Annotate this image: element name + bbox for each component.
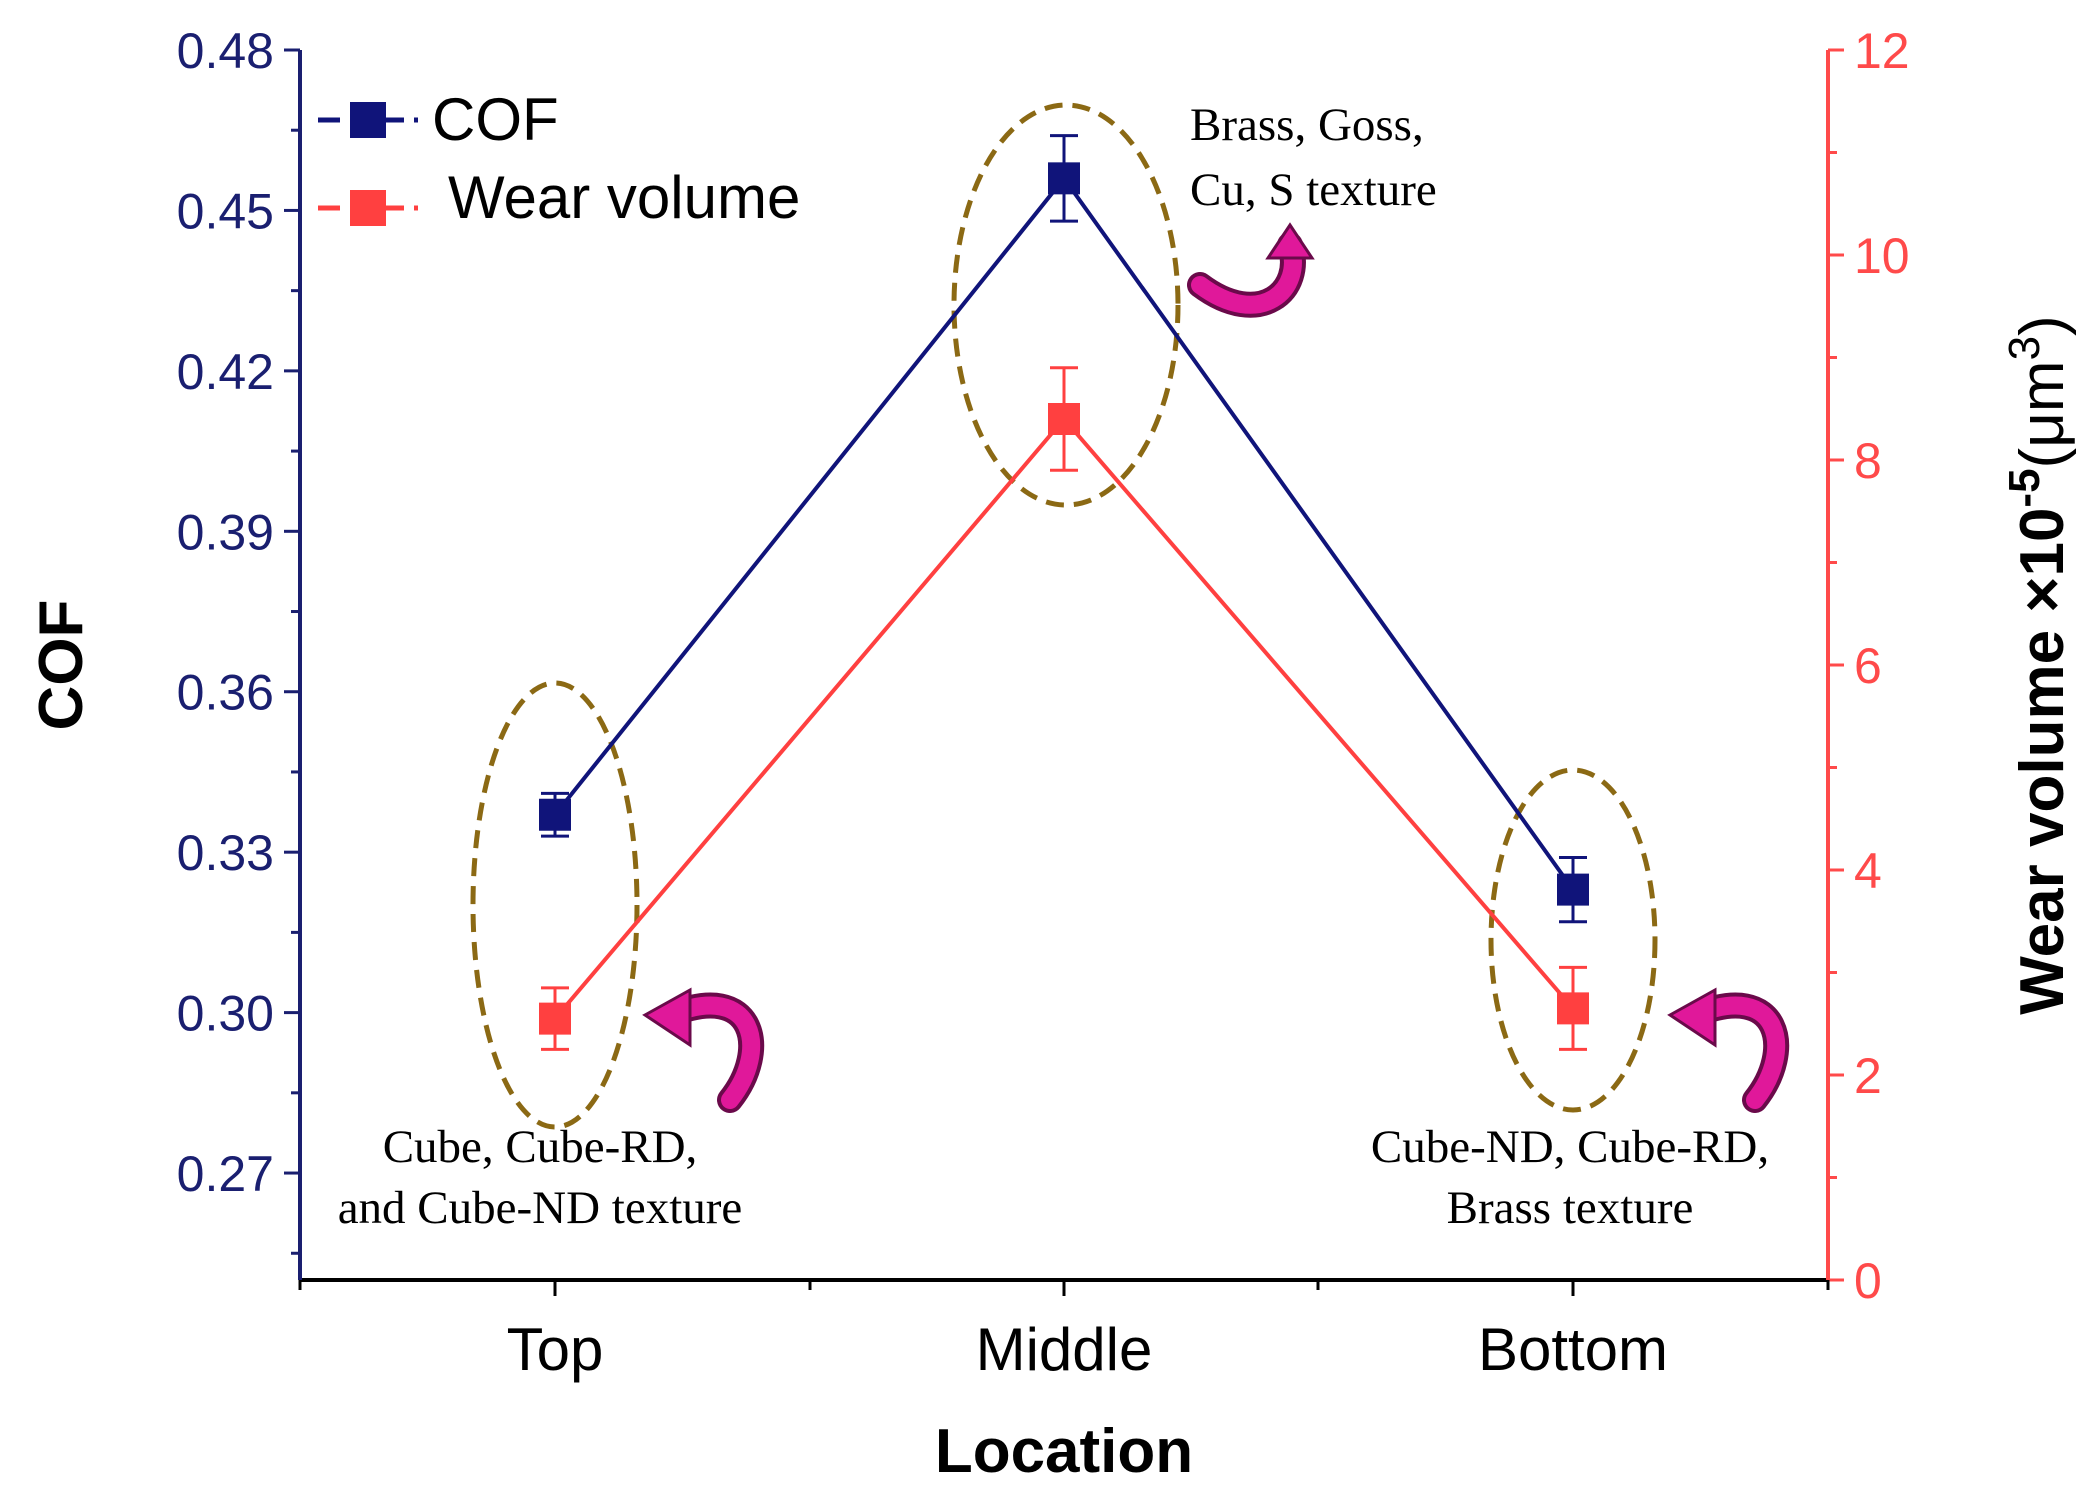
right-tick-label: 12 (1854, 23, 1910, 79)
annotation-top: Cube, Cube-RD, and Cube-ND texture (338, 1121, 743, 1234)
legend-marker-wear-volume (350, 190, 386, 226)
right-axis-ticks: 0 2 4 6 8 10 12 (1828, 23, 1910, 1309)
annotation-arrows (642, 222, 1790, 1113)
annotation-top-line-1: Cube, Cube-RD, (383, 1121, 698, 1173)
right-axis-title: Wear volume ×10-5(μm3) (2000, 315, 2078, 1014)
right-tick-label: 6 (1854, 638, 1882, 694)
right-axis-title-unit: (μm (2008, 360, 2077, 468)
right-tick-label: 0 (1854, 1253, 1882, 1309)
x-tick-label: Bottom (1478, 1316, 1668, 1383)
series-line-cof (553, 175, 1575, 891)
left-axis-title: COF (27, 600, 96, 731)
data-point-cof (1557, 873, 1589, 906)
x-tick-label: Middle (976, 1316, 1153, 1383)
left-tick-label: 0.39 (177, 504, 274, 560)
right-axis-title-unit-exp: 3 (2000, 336, 2049, 360)
legend-item-cof: COF (318, 86, 559, 153)
curved-arrow (1191, 236, 1302, 314)
x-axis-title: Location (935, 1417, 1193, 1486)
right-axis-title-unit-close: ) (2008, 315, 2077, 336)
curved-arrow-head (1265, 222, 1315, 260)
left-tick-label: 0.45 (177, 183, 274, 239)
right-tick-label: 4 (1854, 843, 1882, 899)
left-tick-label: 0.36 (177, 665, 274, 721)
curved-arrow-head (1667, 987, 1717, 1048)
annotation-top-line-2: and Cube-ND texture (338, 1182, 743, 1234)
data-point-cof (539, 798, 571, 831)
legend-label-cof: COF (432, 86, 559, 153)
annotation-middle: Brass, Goss, Cu, S texture (1190, 99, 1437, 216)
data-point-wear-volume (1557, 992, 1589, 1025)
right-tick-label: 10 (1854, 228, 1910, 284)
data-point-cof (1048, 162, 1080, 195)
annotation-middle-line-2: Cu, S texture (1190, 164, 1437, 216)
data-point-wear-volume (1048, 403, 1080, 435)
left-tick-label: 0.48 (177, 23, 274, 79)
data-point-wear-volume (539, 1002, 571, 1035)
left-tick-label: 0.30 (177, 986, 274, 1042)
legend-label-wear-volume: Wear volume (448, 164, 800, 231)
right-axis-title-exp: -5 (2000, 468, 2049, 507)
right-axis-title-main: Wear volume ×10 (2008, 508, 2077, 1015)
x-tick-label: Top (507, 1316, 604, 1383)
series-layer (539, 134, 1589, 1051)
series-line-wear-volume (553, 415, 1575, 1020)
left-tick-label: 0.33 (177, 825, 274, 881)
annotation-ellipse (951, 102, 1181, 508)
curved-arrow-head (642, 987, 692, 1048)
annotation-middle-line-1: Brass, Goss, (1190, 99, 1424, 151)
annotation-bottom: Cube-ND, Cube-RD, Brass texture (1371, 1121, 1769, 1234)
legend-marker-cof (350, 102, 386, 138)
left-axis-ticks: 0.27 0.30 0.33 0.36 0.39 0.42 0.45 0.48 (177, 23, 300, 1255)
annotation-ellipses (470, 102, 1658, 1130)
right-tick-label: 2 (1854, 1048, 1882, 1104)
right-tick-label: 8 (1854, 433, 1882, 489)
legend: COF Wear volume (318, 86, 800, 231)
annotation-bottom-line-2: Brass texture (1447, 1182, 1694, 1234)
legend-item-wear-volume: Wear volume (318, 164, 800, 231)
left-tick-label: 0.27 (177, 1146, 274, 1202)
curved-arrow (661, 996, 761, 1109)
annotation-ellipse (1488, 767, 1658, 1113)
curved-arrow (1686, 996, 1786, 1109)
annotation-bottom-line-1: Cube-ND, Cube-RD, (1371, 1121, 1769, 1173)
x-axis-ticks: Top Middle Bottom (298, 1280, 1830, 1383)
annotation-ellipse (470, 680, 640, 1130)
left-tick-label: 0.42 (177, 344, 274, 400)
